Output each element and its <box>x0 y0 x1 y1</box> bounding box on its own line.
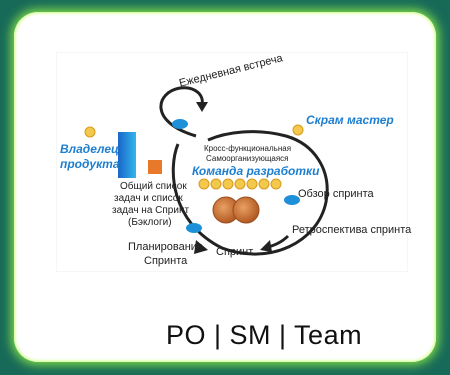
review-blue-badge <box>284 195 300 205</box>
planning-label-line2: Спринта <box>144 255 188 267</box>
self-organizing-label: Самоорганизующаяся <box>206 154 289 163</box>
retrospective-label: Ретроспектива спринта <box>292 224 412 236</box>
cross-functional-label: Кросс-функциональная <box>204 144 292 153</box>
sprint-review-label: Обзор спринта <box>298 188 374 200</box>
slide-caption: PO | SM | Team <box>166 320 363 350</box>
sprint-loop <box>171 130 329 256</box>
increment-cookie-right <box>232 196 260 224</box>
retrospective-arrowhead <box>260 240 272 252</box>
backlog-line-2: задач и список <box>114 193 183 204</box>
backlog-line-4: (Бэклоги) <box>128 217 172 228</box>
product-owner-smiley <box>84 126 96 138</box>
product-owner-label-line1: Владелец <box>60 142 119 156</box>
backlog-blue-bar <box>118 132 136 178</box>
daily-loop-arrowhead <box>196 102 208 112</box>
sprint-label: Спринт <box>216 246 254 258</box>
daily-loop-arrow <box>159 86 204 138</box>
dev-team-label: Команда разработки <box>192 164 320 178</box>
scrum-diagram <box>56 52 408 272</box>
scrum-master-label: Скрам мастер <box>306 113 394 127</box>
planning-blue-badge <box>186 223 202 233</box>
team-smileys <box>198 178 282 190</box>
planning-label-line1: Планирование <box>128 241 204 253</box>
scrum-master-smiley <box>292 124 304 136</box>
slide-card: Ежедневная встреча Скрам мастер Владелец… <box>14 12 436 362</box>
backlog-line-1: Общий список <box>120 181 187 192</box>
product-owner-label-line2: продукта <box>60 157 120 171</box>
backlog-line-3: задач на Спринт <box>112 205 190 216</box>
sprint-loop-arrowhead <box>194 240 208 254</box>
daily-blue-badge <box>172 119 188 129</box>
backlog-orange-block <box>148 160 162 174</box>
